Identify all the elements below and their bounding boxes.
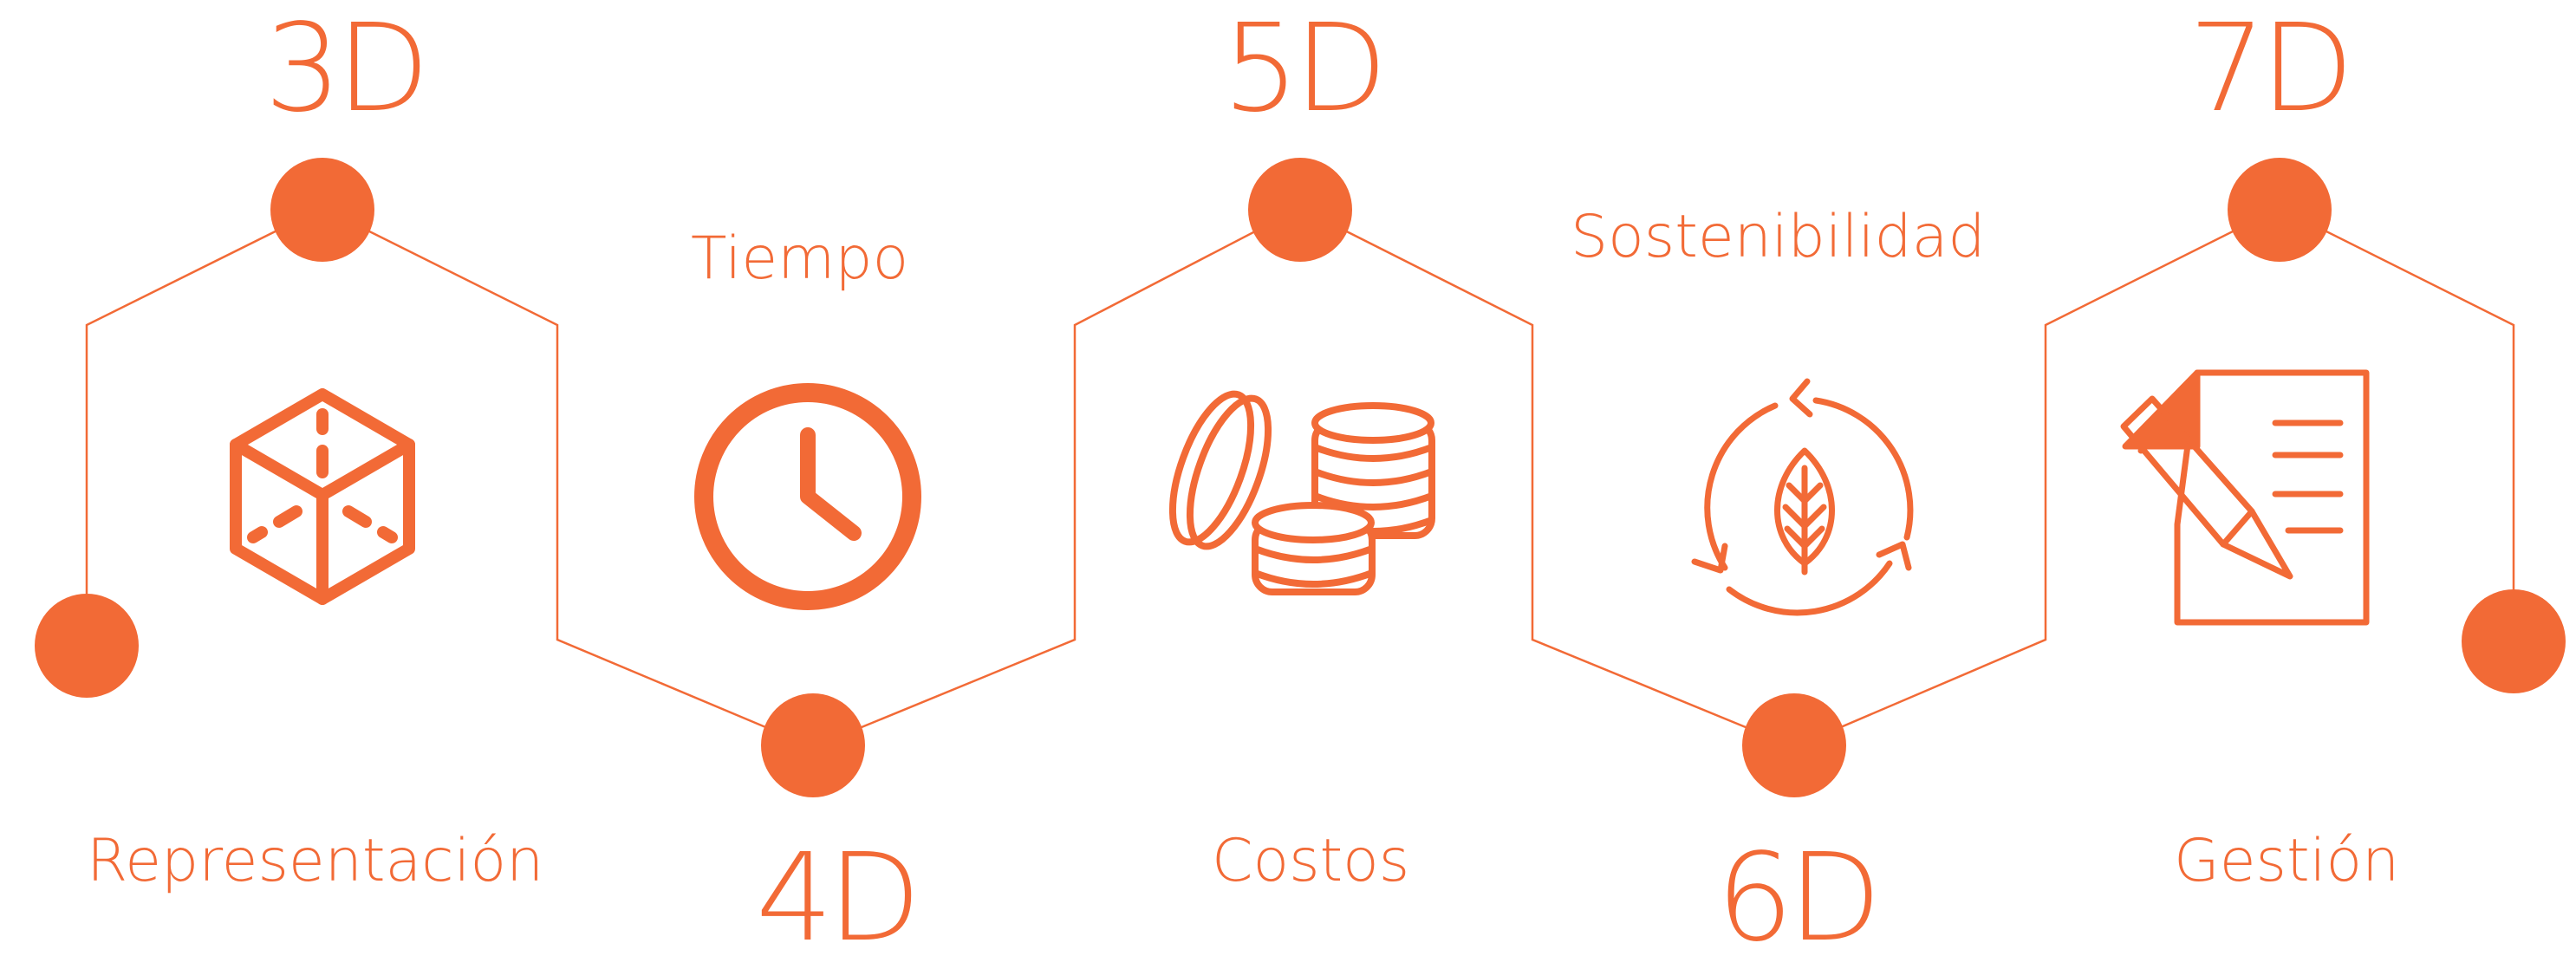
document-pencil-icon — [2120, 369, 2370, 626]
stage-label-representacion: Representación — [87, 827, 544, 895]
node-6d — [1742, 693, 1846, 797]
node-3d — [270, 158, 374, 262]
connector-line-6d-7d — [1793, 206, 2280, 749]
stage-label-costos: Costos — [1212, 827, 1410, 895]
dimension-label-3d: 3D — [264, 0, 430, 140]
stage-label-gestion: Gestión — [2174, 827, 2400, 895]
recycle-leaf-icon — [1691, 378, 1914, 616]
stage-label-sostenibilidad: Sostenibilidad — [1571, 203, 1986, 271]
clock-icon — [694, 383, 921, 610]
node-4d — [761, 693, 865, 797]
node-7d — [2228, 158, 2332, 262]
dimension-label-7d: 7D — [2189, 0, 2354, 140]
stage-label-tiempo: Tiempo — [691, 224, 909, 293]
dimension-label-4d: 4D — [756, 828, 921, 969]
dimension-label-5d: 5D — [1222, 0, 1388, 140]
node-start — [35, 594, 139, 698]
connector-line-5d-6d — [1299, 206, 1795, 749]
connector-lines — [85, 206, 2515, 749]
coins-icon — [1168, 390, 1435, 595]
dimension-label-6d: 6D — [1716, 828, 1882, 969]
connector-line-3d-left — [85, 206, 323, 646]
connector-line-4d-5d — [812, 206, 1301, 749]
connector-line-3d-4d — [322, 206, 814, 749]
cube-icon — [230, 388, 415, 605]
node-5d — [1248, 158, 1352, 262]
connector-line-7d-right — [2279, 206, 2515, 641]
node-end — [2462, 589, 2566, 693]
nodes — [35, 158, 2566, 797]
